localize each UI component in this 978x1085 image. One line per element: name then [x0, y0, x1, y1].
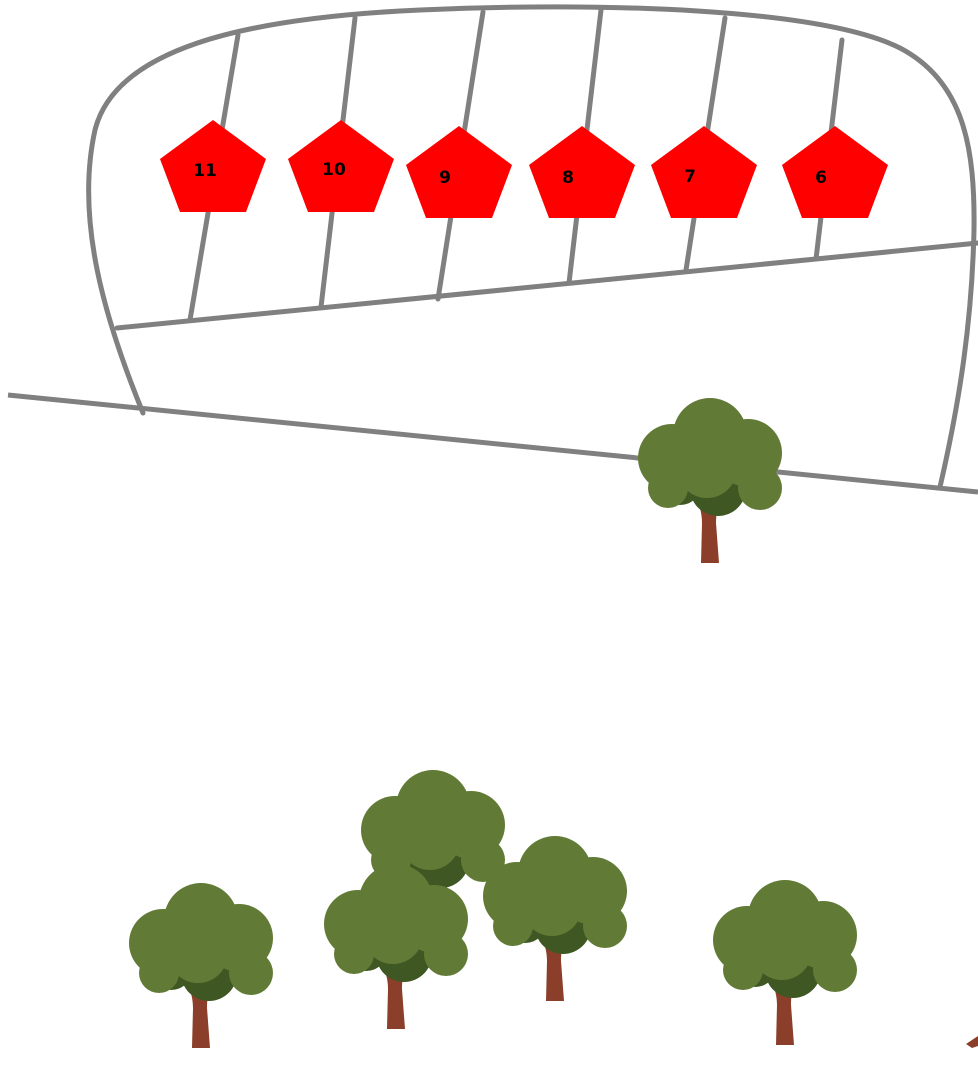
- parking-spot-6[interactable]: 6: [782, 126, 888, 218]
- tree-icon: [324, 864, 468, 1029]
- parking-spot-8[interactable]: 8: [529, 126, 635, 218]
- pentagon-marker-icon: [160, 120, 266, 212]
- pentagon-marker-icon: [529, 126, 635, 218]
- pentagon-marker-icon: [406, 126, 512, 218]
- parking-spots: 11 10 9 8 7 6: [160, 120, 888, 218]
- spot-label: 6: [815, 168, 827, 188]
- tree-icon: [713, 880, 857, 1045]
- tree-icon: [129, 883, 273, 1048]
- pentagon-marker-icon: [288, 120, 394, 212]
- spot-label: 11: [193, 161, 217, 181]
- trees: [129, 398, 857, 1048]
- parking-spot-9[interactable]: 9: [406, 126, 512, 218]
- trunk-fragment: [966, 1036, 978, 1048]
- lot-bottom-edge: [114, 240, 978, 331]
- parking-spot-10[interactable]: 10: [288, 120, 394, 212]
- pentagon-marker-icon: [782, 126, 888, 218]
- spot-label: 10: [322, 160, 346, 180]
- parking-spot-7[interactable]: 7: [651, 126, 757, 218]
- parking-spot-11[interactable]: 11: [160, 120, 266, 212]
- spot-label: 9: [439, 168, 451, 188]
- spot-label: 8: [562, 168, 574, 188]
- tree-icon: [966, 1036, 978, 1048]
- tree-icon: [638, 398, 782, 563]
- road-line: [7, 392, 978, 495]
- pentagon-marker-icon: [651, 126, 757, 218]
- spot-label: 7: [684, 167, 696, 187]
